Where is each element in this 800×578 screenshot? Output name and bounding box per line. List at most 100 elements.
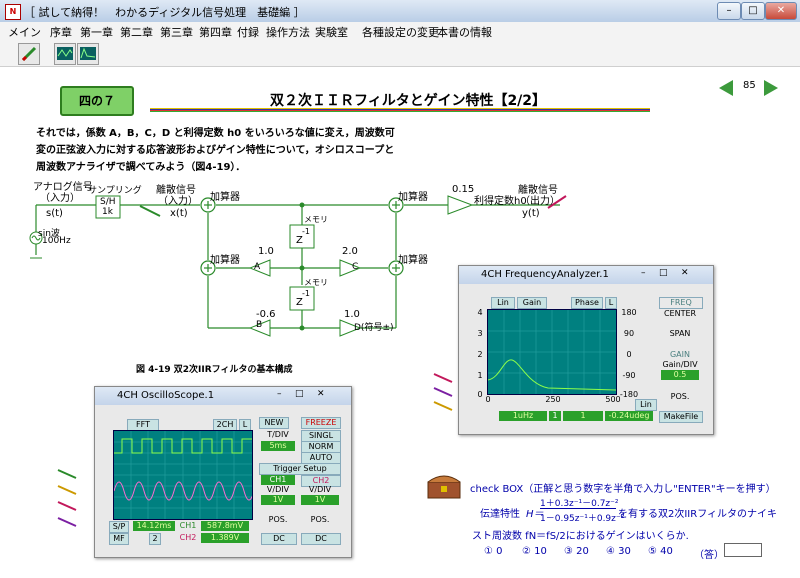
coef-c-value: 2.0	[342, 246, 358, 257]
adder-label-3: 加算器	[210, 255, 240, 266]
coef-c-label: C	[352, 262, 359, 272]
discrete-output-label: 離散信号	[518, 185, 558, 196]
freq-axis-500: 500	[605, 395, 621, 404]
pen-icon[interactable]	[18, 43, 40, 65]
phase-axis-90: 90	[623, 329, 635, 338]
choice-1: ① 0	[484, 546, 503, 557]
scope-page-value[interactable]: 2	[149, 533, 161, 545]
scope-title-bar: 4CH OscilloScope.1 – □ ✕	[95, 387, 351, 405]
source-freq: 100Hz	[42, 236, 71, 246]
z-label-1: Z	[296, 235, 303, 246]
analyzer-probes-icon[interactable]	[432, 370, 456, 414]
makefile-button[interactable]: MakeFile	[659, 411, 703, 423]
prev-page-icon[interactable]	[719, 80, 733, 96]
menu-appendix[interactable]: 付録	[237, 26, 259, 39]
z-label-2: Z	[296, 297, 303, 308]
transfer-numerator: 1＋0.3z⁻¹－0.7z⁻²	[540, 499, 619, 509]
analyzer-minimize-button[interactable]: –	[641, 268, 646, 278]
scope-icon[interactable]	[54, 43, 76, 65]
ch1-dc-button[interactable]: DC	[261, 533, 297, 545]
adder-label-4: 加算器	[398, 255, 428, 266]
next-page-icon[interactable]	[764, 80, 778, 96]
menu-ch4[interactable]: 第四章	[199, 26, 232, 39]
sp-button[interactable]: S/P	[109, 521, 129, 533]
gain-readout: 1	[563, 411, 603, 421]
menu-settings[interactable]: 各種設定の変更	[362, 26, 439, 39]
ch-readout: 1	[549, 411, 561, 421]
close-button[interactable]: ✕	[765, 2, 797, 20]
ch2-dc-button[interactable]: DC	[301, 533, 341, 545]
trigger-setup-button[interactable]: Trigger Setup	[259, 463, 341, 475]
analyzer-title: 4CH FrequencyAnalyzer.1	[481, 269, 609, 280]
ch2-tab[interactable]: CH2	[301, 475, 341, 487]
check-box-title: check BOX（正解と思う数字を半角で入力し"ENTER"キーを押す）	[470, 484, 776, 495]
z-exp-2: -1	[302, 289, 310, 298]
answer-input[interactable]	[724, 543, 762, 557]
discrete-input-sub: （入力）	[158, 196, 198, 207]
scope-screen	[113, 430, 255, 520]
app-icon: N	[5, 4, 21, 20]
coef-a-label: A	[254, 262, 261, 272]
phase-axis-180: 180	[621, 308, 637, 317]
analyzer-l-button[interactable]: L	[605, 297, 617, 309]
gain-h0-label: 利得定数h0	[474, 196, 527, 207]
ch1-tab[interactable]: CH1	[261, 475, 295, 485]
gain-axis-4: 4	[477, 308, 483, 317]
gain-axis-1: 1	[477, 371, 483, 380]
minimize-button[interactable]: –	[717, 2, 741, 20]
source-label: sin波	[38, 229, 60, 239]
coef-b-value: -0.6	[256, 309, 276, 320]
phase-button[interactable]: Phase	[571, 297, 603, 309]
analyzer-icon[interactable]	[77, 43, 99, 65]
toolbar	[0, 40, 800, 67]
new-button[interactable]: NEW	[259, 417, 289, 429]
coef-b-label: B	[256, 320, 263, 330]
scope-close-button[interactable]: ✕	[317, 389, 325, 399]
lin-button[interactable]: Lin	[491, 297, 515, 309]
ch2-readout: 1.389V	[201, 533, 249, 543]
heading-rule	[150, 108, 650, 112]
transfer-denominator: 1－0.95z⁻¹＋0.9z⁻²	[540, 514, 625, 524]
menu-lab[interactable]: 実験室	[315, 26, 348, 39]
gain-button[interactable]: Gain	[517, 297, 547, 309]
adder-label-2: 加算器	[398, 192, 428, 203]
analyzer-close-button[interactable]: ✕	[681, 268, 689, 278]
answer-label: （答）	[694, 550, 724, 561]
frequency-analyzer-window[interactable]: 4CH FrequencyAnalyzer.1 – □ ✕ Lin Gain P…	[458, 265, 714, 435]
freq-readout: 1uHz	[499, 411, 547, 421]
analyzer-screen	[487, 309, 617, 395]
freeze-button[interactable]: FREEZE	[301, 417, 341, 429]
gaindiv-label: Gain/DIV	[662, 360, 698, 369]
analyzer-maximize-button[interactable]: □	[659, 268, 668, 278]
center-label: CENTER	[663, 309, 697, 318]
menu-ch3[interactable]: 第三章	[160, 26, 193, 39]
coef-d-label: D(符号±)	[354, 323, 394, 333]
page-number: 85	[743, 80, 756, 91]
question-lead: 伝達特性	[480, 509, 520, 520]
maximize-button[interactable]: □	[741, 2, 765, 20]
question-line-2: スト周波数 fN＝fS/2におけるゲインはいくらか.	[472, 531, 689, 542]
mf-button[interactable]: MF	[109, 533, 129, 545]
lin2-button[interactable]: Lin	[635, 399, 657, 411]
scope-minimize-button[interactable]: –	[277, 389, 282, 399]
ch1-vdiv-label: V/DIV	[266, 485, 290, 494]
menu-info[interactable]: 本書の情報	[437, 26, 492, 39]
gain-pos-label: POS.	[670, 392, 690, 401]
figure-caption: 図 4-19 双2次IIRフィルタの基本構成	[136, 365, 293, 375]
menu-main[interactable]: メイン	[8, 26, 41, 39]
oscilloscope-window[interactable]: 4CH OscilloScope.1 – □ ✕ FFT 2CH L NEW F…	[94, 386, 352, 558]
ch2-pos-label: POS.	[310, 515, 330, 524]
intro-line-1: それでは，係数 A，B，C，D と利得定数 h0 をいろいろな値に変え，周波数可	[36, 128, 395, 139]
fraction-bar	[540, 508, 616, 509]
intro-line-2: 変の正弦波入力に対する応答波形およびゲイン特性について，オシロスコープと	[36, 145, 395, 156]
scope-probes-icon[interactable]	[56, 466, 80, 534]
menu-operation[interactable]: 操作方法	[266, 26, 310, 39]
scope-maximize-button[interactable]: □	[295, 389, 304, 399]
menu-ch2[interactable]: 第二章	[120, 26, 153, 39]
menu-prologue[interactable]: 序章	[50, 26, 72, 39]
page-title: 双２次ＩＩＲフィルタとゲイン特性【2/2】	[270, 93, 547, 109]
ch2-readout-label: CH2	[179, 533, 197, 542]
discrete-input-label: 離散信号	[156, 185, 196, 196]
analyzer-title-bar: 4CH FrequencyAnalyzer.1 – □ ✕	[459, 266, 713, 284]
menu-ch1[interactable]: 第一章	[80, 26, 113, 39]
